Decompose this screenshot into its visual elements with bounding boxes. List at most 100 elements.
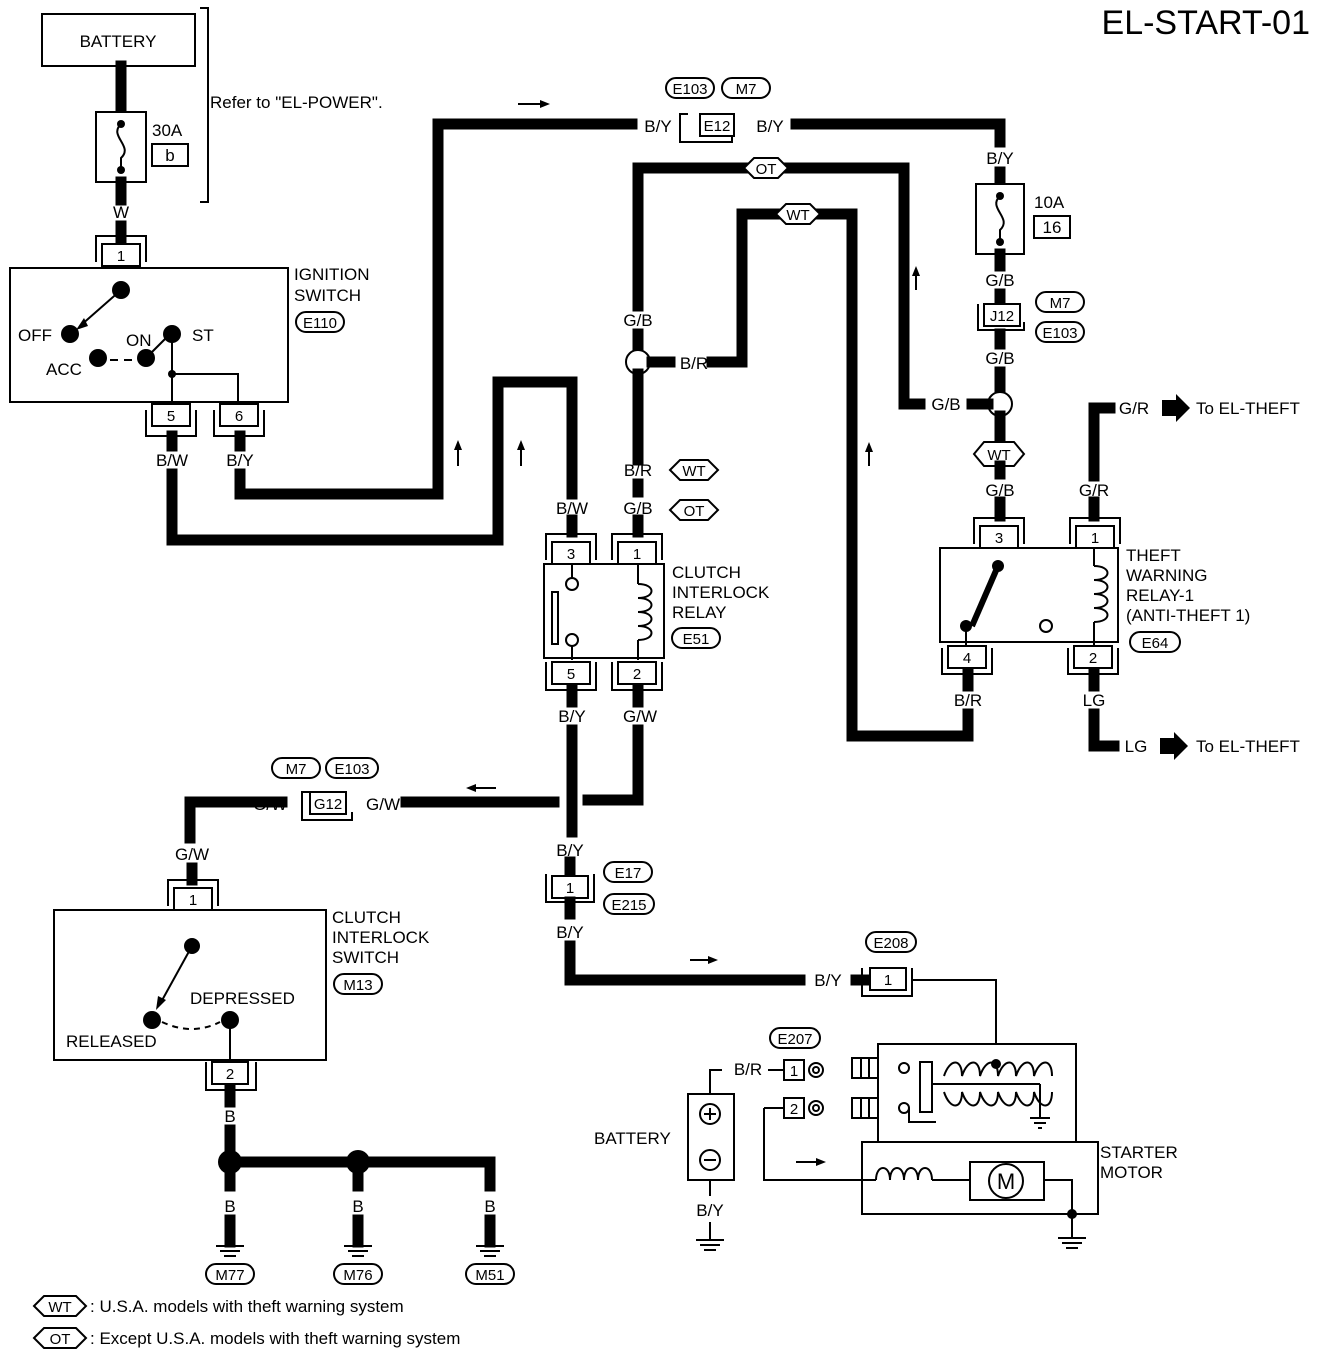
wire-label-b-3: B <box>352 1197 363 1216</box>
cis-name-1: CLUTCH <box>332 908 401 927</box>
twr-name-4: (ANTI-THEFT 1) <box>1126 606 1250 625</box>
svg-text:WT: WT <box>987 447 1010 464</box>
ground-m51 <box>465 1263 515 1285</box>
wire-label-gb-fuse: G/B <box>985 271 1014 290</box>
ign-pin-5: 5 <box>167 408 175 425</box>
wire-label-by-fuse: B/Y <box>986 149 1013 168</box>
j12-id: J12 <box>990 308 1014 325</box>
wire-label-br-mid: B/R <box>680 354 708 373</box>
wire-label-by-battery: B/Y <box>696 1201 723 1220</box>
wire-label-gb-mid: G/B <box>623 311 652 330</box>
e17-tag-1: E17 <box>615 865 642 882</box>
clutch-interlock-relay: 3 1 5 2 CLUTCH INTERLOCK RELAY E51 <box>543 533 770 691</box>
ground-label-1: M77 <box>215 1267 244 1284</box>
to-theft-2: To EL-THEFT <box>1196 737 1300 756</box>
theft-warning-relay: 3 1 4 2 THEFT WARNING RELAY-1 (ANTI-THEF… <box>939 517 1250 675</box>
svg-text:WT: WT <box>682 463 705 480</box>
twr-name-2: WARNING <box>1126 566 1208 585</box>
wire-label-b-4: B <box>484 1197 495 1216</box>
starter-battery: BATTERY B/R 1 E207 2 B/Y <box>594 1027 824 1251</box>
fuse-10a-id: 16 <box>1043 218 1062 237</box>
ign-name-2: SWITCH <box>294 286 361 305</box>
legend-tag-1: WT <box>48 1299 71 1316</box>
ignition-switch: 1 OFF ACC ON ST 5 6 IGNITION SWITCH E110 <box>9 235 370 437</box>
twr-name-1: THEFT <box>1126 546 1181 565</box>
connector-e17: 1 E17 E215 <box>545 861 655 915</box>
wire-label-by-relay: B/Y <box>558 707 585 726</box>
wire-label-br-relay: B/R <box>624 461 652 480</box>
g12-id: G12 <box>314 796 342 813</box>
wire-label-gb-relay: G/B <box>623 499 652 518</box>
svg-text:WT: WT <box>786 207 809 224</box>
cis-pin-1: 1 <box>189 892 197 909</box>
cir-pin-1: 1 <box>633 546 641 563</box>
wire-label-gr-twr: G/R <box>1079 481 1109 500</box>
battery-top-label: BATTERY <box>80 32 157 51</box>
motor-symbol: M <box>997 1169 1015 1194</box>
j12-tag-1: M7 <box>1050 295 1071 312</box>
legend-text-1: : U.S.A. models with theft warning syste… <box>90 1297 404 1316</box>
ign-pos-on: ON <box>126 331 152 350</box>
wire-label-gw-switch: G/W <box>175 845 209 864</box>
ign-pos-off: OFF <box>18 326 52 345</box>
wire-label-bw-relay: B/W <box>556 499 588 518</box>
ground-label-2: M76 <box>343 1267 372 1284</box>
arrow-to-theft-1 <box>1162 394 1190 422</box>
cir-name-1: CLUTCH <box>672 563 741 582</box>
twr-name-3: RELAY-1 <box>1126 586 1194 605</box>
twr-pin-4: 4 <box>963 650 971 667</box>
wire-label-gw-g12-r: G/W <box>366 795 400 814</box>
wire-label-by-e17-bot: B/Y <box>556 923 583 942</box>
starter-name-1: STARTER <box>1100 1143 1178 1162</box>
e12-tag-1: E103 <box>672 81 707 98</box>
fuse-10a-rating: 10A <box>1034 193 1065 212</box>
e207-connector: E207 <box>777 1031 812 1048</box>
clutch-interlock-switch: 1 RELEASED DEPRESSED 2 CLUTCH INTERLOCK … <box>53 879 430 1091</box>
arrow-to-theft-2 <box>1160 732 1188 760</box>
starter-motor: 1 E208 M STARTER MOTOR <box>763 931 1178 1249</box>
fuse-30a-rating: 30A <box>152 121 183 140</box>
e207-pin-1: 1 <box>790 1063 798 1080</box>
wire-label-gb-ot: G/B <box>931 395 960 414</box>
battery-top: BATTERY Refer to "EL-POWER". <box>41 7 383 203</box>
wire-label-by-e12-r: B/Y <box>756 117 783 136</box>
fuse-10a: 10A 16 <box>975 183 1071 255</box>
twr-connector: E64 <box>1142 635 1169 652</box>
ground-m76 <box>333 1263 383 1285</box>
wire-label-gw-relay: G/W <box>623 707 657 726</box>
cis-depressed: DEPRESSED <box>190 989 295 1008</box>
cis-name-3: SWITCH <box>332 948 399 967</box>
fuse-30a: 30A b <box>95 111 189 183</box>
wire-label-gb-twr: G/B <box>985 481 1014 500</box>
wire-label-by-starter: B/Y <box>814 971 841 990</box>
e12-tag-2: M7 <box>736 81 757 98</box>
wire-label-w: W <box>113 203 129 222</box>
cis-released: RELEASED <box>66 1032 157 1051</box>
wire-label-bw-ign: B/W <box>156 451 188 470</box>
cis-connector: M13 <box>343 977 372 994</box>
cir-pin-5: 5 <box>567 666 575 683</box>
ign-pin-1: 1 <box>117 248 125 265</box>
svg-text:OT: OT <box>684 503 705 520</box>
wire-label-by-ign: B/Y <box>226 451 253 470</box>
ign-pin-6: 6 <box>235 408 243 425</box>
ground-symbols <box>216 1245 504 1257</box>
wire-label-br-twr: B/R <box>954 691 982 710</box>
tag-wt-right: WT <box>972 441 1026 467</box>
cir-connector: E51 <box>683 631 710 648</box>
tag-wt-top: WT <box>774 203 822 225</box>
wire-label-b-2: B <box>224 1197 235 1216</box>
e17-pin: 1 <box>566 880 574 897</box>
svg-text:OT: OT <box>756 161 777 178</box>
starter-term-connector: E208 <box>873 935 908 952</box>
wire-label-gr-out: G/R <box>1119 399 1149 418</box>
cir-pin-3: 3 <box>567 546 575 563</box>
cis-pin-2: 2 <box>226 1066 234 1083</box>
e17-tag-2: E215 <box>611 897 646 914</box>
cir-name-2: INTERLOCK <box>672 583 770 602</box>
tag-ot-mid: OT <box>668 499 720 521</box>
joint-j12: J12 M7 E103 <box>977 291 1085 343</box>
legend-tag-2: OT <box>50 1331 71 1348</box>
e207-pin-2: 2 <box>790 1101 798 1118</box>
